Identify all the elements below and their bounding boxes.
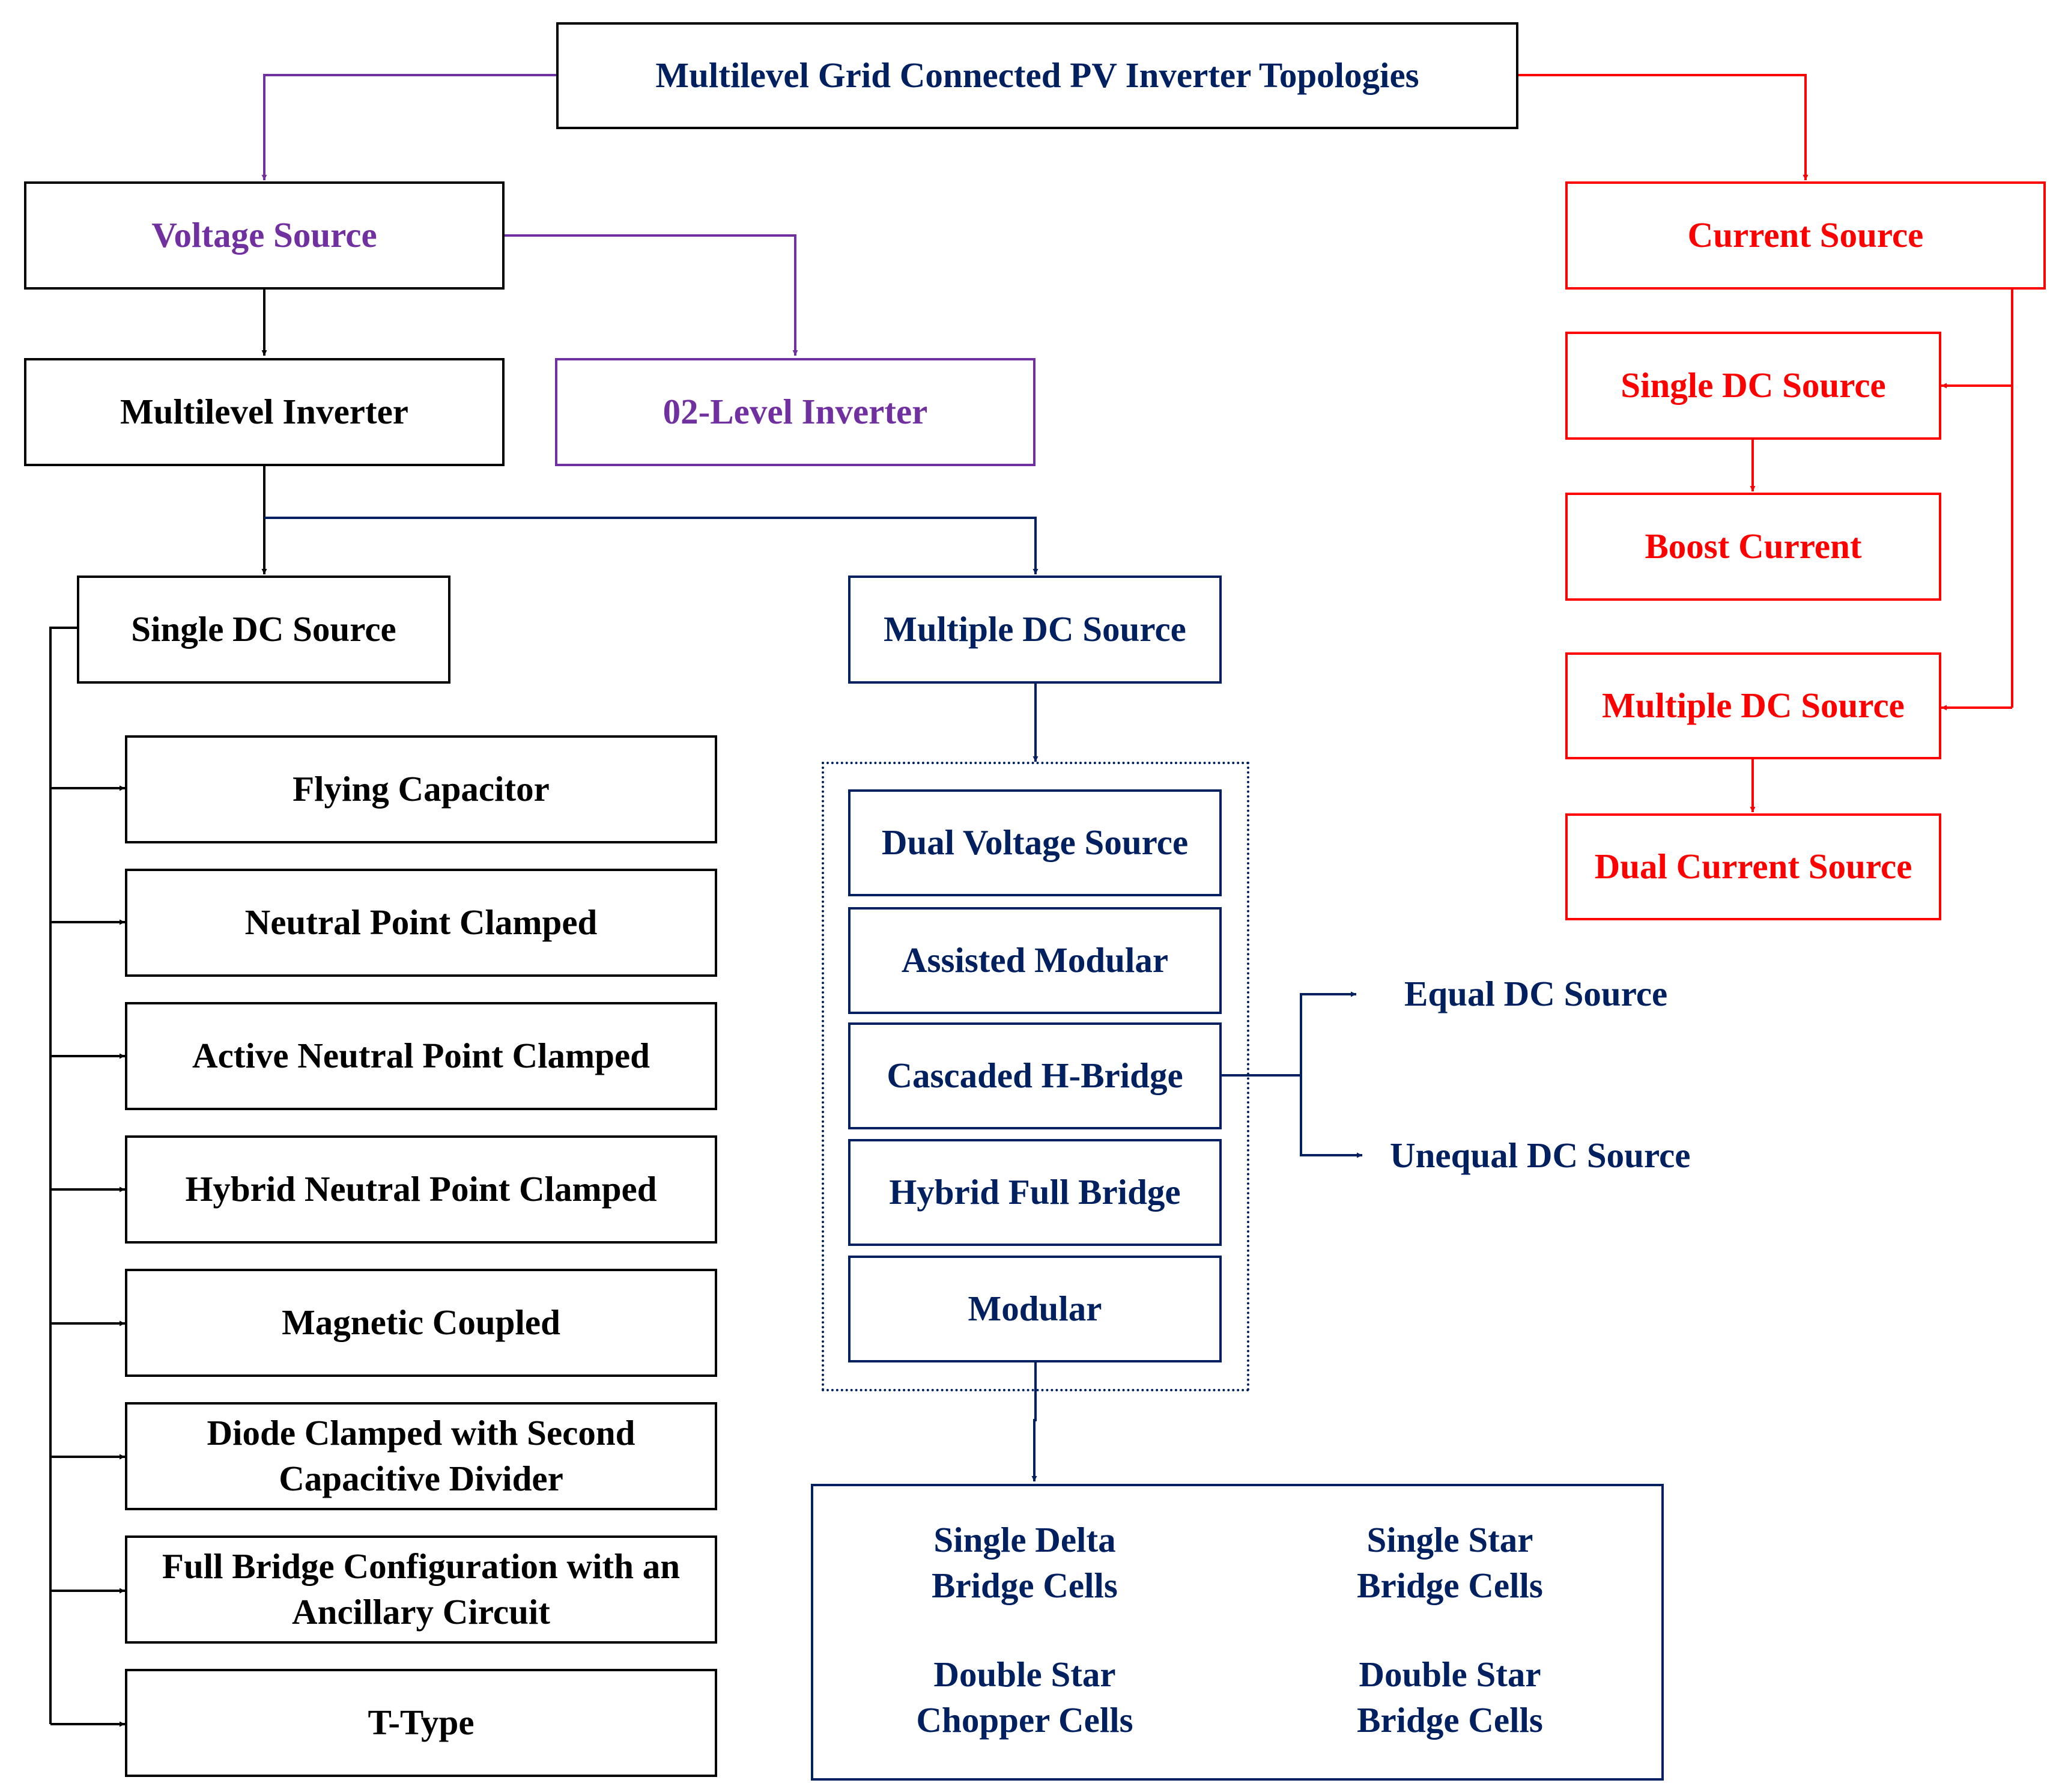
topology-magnetic-coupled: Magnetic Coupled xyxy=(125,1269,717,1377)
boost-current-label: Boost Current xyxy=(1645,526,1862,566)
multiple-dc-source-label: Multiple DC Source xyxy=(884,609,1186,649)
topology-label: Dual Voltage Source xyxy=(881,822,1189,863)
topology-label: Neutral Point Clamped xyxy=(244,902,598,943)
multiple-dc-group-frame xyxy=(822,762,1249,1391)
topology-active-npc: Active Neutral Point Clamped xyxy=(125,1002,717,1110)
title-box: Multilevel Grid Connected PV Inverter To… xyxy=(556,22,1518,129)
current-single-dc-source-label: Single DC Source xyxy=(1621,365,1886,405)
current-source-box: Current Source xyxy=(1565,181,2046,290)
single-dc-source-label: Single DC Source xyxy=(131,609,396,649)
current-multiple-dc-source-label: Multiple DC Source xyxy=(1602,685,1905,726)
topology-label: Active Neutral Point Clamped xyxy=(192,1036,650,1076)
cell-single-delta-bridge: Single Delta Bridge Cells xyxy=(932,1520,1118,1605)
topology-flying-capacitor: Flying Capacitor xyxy=(125,735,717,843)
modular-cells-box xyxy=(811,1484,1664,1781)
boost-current-box: Boost Current xyxy=(1565,493,1941,601)
chb-to-unequal-arrow xyxy=(1300,1075,1362,1158)
dual-current-source-label: Dual Current Source xyxy=(1594,846,1912,887)
multilevel-inverter-box: Multilevel Inverter xyxy=(24,358,505,466)
cell-single-star-bridge: Single Star Bridge Cells xyxy=(1357,1520,1543,1605)
diagram-title: Multilevel Grid Connected PV Inverter To… xyxy=(655,55,1419,96)
two-level-inverter-box: 02-Level Inverter xyxy=(555,358,1036,466)
equal-dc-source-label: Equal DC Source xyxy=(1404,974,1668,1013)
voltage-source-label: Voltage Source xyxy=(151,215,377,255)
voltage-to-two-level-arrow xyxy=(503,234,798,356)
topology-hybrid-full-bridge: Hybrid Full Bridge xyxy=(848,1139,1222,1246)
two-level-inverter-label: 02-Level Inverter xyxy=(663,392,928,432)
cell-double-star-chopper: Double Star Chopper Cells xyxy=(916,1654,1133,1740)
topology-label: Full Bridge Configuration with an Ancill… xyxy=(162,1546,681,1632)
multilevel-inverter-label: Multilevel Inverter xyxy=(120,392,408,432)
title-to-current-source-arrow xyxy=(1517,74,1809,180)
multilevel-to-multiple-dc-arrow xyxy=(264,517,1039,574)
unequal-dc-source-label: Unequal DC Source xyxy=(1390,1135,1691,1175)
current-source-label: Current Source xyxy=(1687,215,1924,255)
topology-label: Hybrid Neutral Point Clamped xyxy=(185,1169,657,1209)
topology-hybrid-npc: Hybrid Neutral Point Clamped xyxy=(125,1135,717,1244)
topology-label: Hybrid Full Bridge xyxy=(889,1172,1181,1212)
current-single-dc-source-box: Single DC Source xyxy=(1565,332,1941,440)
topology-t-type: T-Type xyxy=(125,1669,717,1777)
topology-diode-clamped: Diode Clamped with Second Capacitive Div… xyxy=(125,1402,717,1510)
title-to-voltage-source-arrow xyxy=(261,74,557,180)
single-dc-source-box: Single DC Source xyxy=(77,576,450,684)
topology-dual-voltage-source: Dual Voltage Source xyxy=(848,789,1222,896)
topology-modular: Modular xyxy=(848,1256,1222,1362)
modular-to-cells-arrow xyxy=(1031,1362,1037,1481)
multiple-dc-source-box: Multiple DC Source xyxy=(848,576,1222,684)
chb-to-equal-arrow xyxy=(1300,991,1356,1075)
topology-assisted-modular: Assisted Modular xyxy=(848,907,1222,1014)
topology-label: Assisted Modular xyxy=(901,940,1169,980)
single-dc-trunk-line xyxy=(49,627,78,1724)
topology-neutral-point-clamped: Neutral Point Clamped xyxy=(125,869,717,977)
topology-label: Flying Capacitor xyxy=(293,769,550,809)
current-multiple-dc-source-box: Multiple DC Source xyxy=(1565,652,1941,759)
topology-label: T-Type xyxy=(368,1702,475,1743)
topology-label: Magnetic Coupled xyxy=(282,1302,560,1343)
voltage-source-box: Voltage Source xyxy=(24,181,505,290)
topology-cascaded-h-bridge: Cascaded H-Bridge xyxy=(848,1022,1222,1129)
topology-full-bridge-ancillary: Full Bridge Configuration with an Ancill… xyxy=(125,1535,717,1644)
cell-double-star-bridge: Double Star Bridge Cells xyxy=(1357,1654,1543,1740)
topology-label: Modular xyxy=(968,1289,1102,1329)
topology-label: Cascaded H-Bridge xyxy=(887,1055,1183,1096)
topology-label: Diode Clamped with Second Capacitive Div… xyxy=(207,1413,635,1498)
dual-current-source-box: Dual Current Source xyxy=(1565,813,1941,920)
